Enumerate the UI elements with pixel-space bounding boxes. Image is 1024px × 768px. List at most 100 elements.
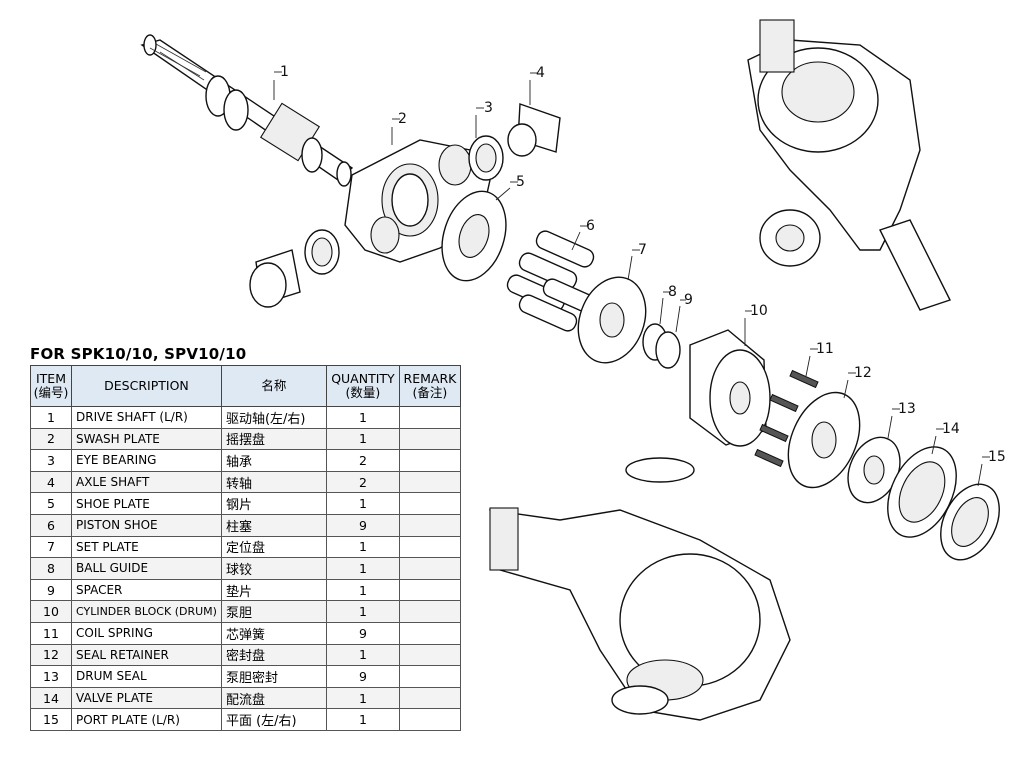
cell-name-cn: 转轴 — [220, 470, 327, 494]
callout-7: 7 — [638, 242, 647, 258]
cell-quantity: 1 — [325, 427, 400, 451]
cell-name-cn: 柱塞 — [220, 513, 327, 537]
cell-quantity: 1 — [325, 492, 400, 515]
callout-15: 15 — [988, 449, 1006, 465]
cell-item: 5 — [30, 492, 72, 515]
cell-remark — [398, 665, 461, 688]
cell-name-cn: 定位盘 — [220, 535, 327, 559]
cell-remark — [398, 535, 461, 559]
cell-remark — [398, 492, 461, 515]
header-remark-cn: (备注) — [412, 385, 448, 400]
cell-remark — [398, 621, 461, 645]
cell-name-cn: 驱动轴(左/右) — [220, 406, 327, 429]
cell-quantity: 1 — [325, 406, 400, 429]
cell-name-cn: 球铰 — [220, 557, 327, 580]
cell-remark — [398, 600, 461, 623]
callout-11: 11 — [816, 341, 834, 357]
table-header-row: ITEM (编号) DESCRIPTION 名称 QUANTITY (数量) R… — [30, 365, 461, 407]
part-valve-plate — [887, 446, 957, 538]
cell-name-cn: 配流盘 — [220, 686, 327, 710]
callout-9: 9 — [684, 292, 693, 308]
cell-item: 1 — [30, 406, 72, 429]
cell-remark — [398, 557, 461, 580]
callout-1: 1 — [280, 64, 289, 80]
part-axle-shaft — [249, 103, 561, 308]
part-drive-shaft — [140, 34, 354, 187]
cell-remark — [398, 708, 461, 731]
header-item-cn: (编号) — [33, 385, 69, 400]
header-description-label: DESCRIPTION — [104, 378, 189, 393]
cell-item: 6 — [30, 513, 72, 537]
cell-description: SET PLATE — [71, 535, 222, 559]
callout-3: 3 — [484, 100, 493, 116]
part-coil-spring — [754, 369, 819, 468]
callout-10: 10 — [750, 303, 768, 319]
part-drum-seal — [847, 436, 901, 504]
cell-item: 12 — [30, 643, 72, 667]
callout-14: 14 — [942, 421, 960, 437]
cell-quantity: 9 — [325, 513, 400, 537]
cell-quantity: 9 — [325, 665, 400, 688]
cell-description: COIL SPRING — [71, 621, 222, 645]
assembled-pump-upper — [747, 19, 951, 311]
cell-description: EYE BEARING — [71, 449, 222, 472]
cell-item: 14 — [30, 686, 72, 710]
cell-remark — [398, 643, 461, 667]
header-item-label: ITEM — [35, 371, 66, 386]
cell-quantity: 1 — [325, 708, 400, 731]
header-quantity: QUANTITY (数量) — [325, 365, 400, 407]
header-item: ITEM (编号) — [30, 365, 72, 407]
cell-description: DRUM SEAL — [71, 665, 222, 688]
cell-quantity: 1 — [325, 643, 400, 667]
cell-description: AXLE SHAFT — [71, 470, 222, 494]
part-port-plate — [940, 483, 1000, 561]
header-description: DESCRIPTION — [71, 365, 222, 407]
cell-item: 15 — [30, 708, 72, 731]
header-remark-label: REMARK — [403, 371, 457, 386]
callout-13: 13 — [898, 401, 916, 417]
cell-item: 9 — [30, 578, 72, 602]
header-name-cn-label: 名称 — [261, 378, 287, 393]
part-eye-bearing — [304, 135, 504, 275]
cell-remark — [398, 449, 461, 472]
cell-name-cn: 轴承 — [220, 449, 327, 472]
callout-6: 6 — [586, 218, 595, 234]
callout-12: 12 — [854, 365, 872, 381]
cell-quantity: 1 — [325, 578, 400, 602]
cell-quantity: 2 — [325, 449, 400, 472]
cell-item: 7 — [30, 535, 72, 559]
callout-2: 2 — [398, 111, 407, 127]
cell-item: 4 — [30, 470, 72, 494]
leader-lines — [273, 71, 990, 487]
callout-4: 4 — [536, 65, 545, 81]
cell-name-cn: 摇摆盘 — [220, 427, 327, 451]
cell-item: 2 — [30, 427, 72, 451]
cell-remark — [398, 427, 461, 451]
callout-labels: 1 2 3 4 5 6 7 8 9 10 11 12 13 14 15 — [280, 64, 1006, 465]
cell-name-cn: 芯弹簧 — [220, 621, 327, 645]
cell-remark — [398, 513, 461, 537]
cell-quantity: 9 — [325, 621, 400, 645]
cell-description: VALVE PLATE — [71, 686, 222, 710]
part-seal-retainer — [787, 391, 861, 489]
part-set-plate — [577, 276, 647, 364]
cell-quantity: 1 — [325, 686, 400, 710]
cell-quantity: 2 — [325, 470, 400, 494]
cell-description: DRIVE SHAFT (L/R) — [71, 406, 222, 429]
cell-quantity: 1 — [325, 557, 400, 580]
cell-remark — [398, 406, 461, 429]
header-remark: REMARK (备注) — [398, 365, 461, 407]
cell-description: PORT PLATE (L/R) — [71, 708, 222, 731]
cell-description: PISTON SHOE — [71, 513, 222, 537]
